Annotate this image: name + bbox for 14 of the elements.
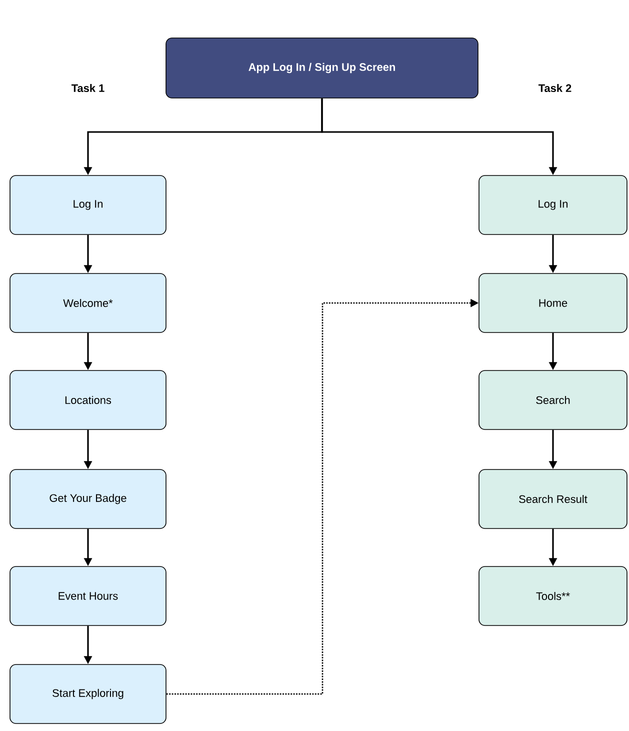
- screen-box: Home: [478, 273, 628, 333]
- task-label: Task 1: [71, 84, 104, 92]
- screen-box: Search: [478, 370, 628, 430]
- screen-box: Search Result: [478, 469, 628, 529]
- task-label: Task 2: [538, 84, 572, 92]
- screen-box: Tools**: [478, 566, 628, 626]
- screen-box: Start Exploring: [10, 664, 166, 724]
- screen-box: Event Hours: [10, 566, 166, 626]
- screen-box: Get Your Badge: [10, 469, 166, 529]
- screen-box: App Log In / Sign Up Screen: [166, 38, 478, 98]
- screen-box: Locations: [10, 370, 166, 430]
- screen-box: Log In: [478, 175, 628, 235]
- screen-box: Log In: [10, 175, 166, 235]
- screen-box: Welcome*: [10, 273, 166, 333]
